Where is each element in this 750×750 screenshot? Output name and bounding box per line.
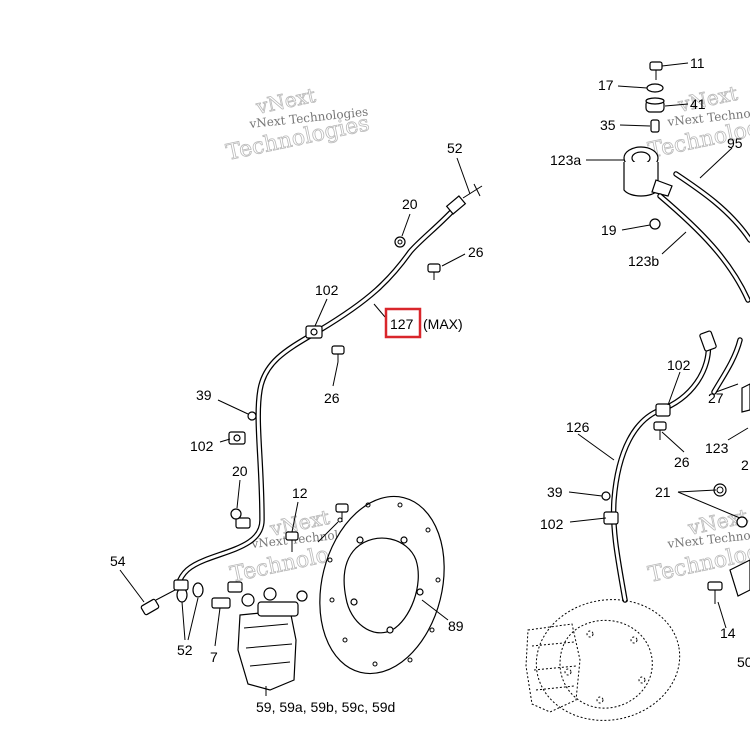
callout-21: 21 xyxy=(655,484,671,500)
nut-39-right xyxy=(601,491,611,501)
callout-2-partial: 2 xyxy=(741,457,749,473)
screw-26-right xyxy=(653,421,667,440)
spacer-35 xyxy=(650,119,660,133)
brake-disc-89 xyxy=(319,495,445,675)
callout-26-top: 26 xyxy=(468,244,484,260)
screw-14 xyxy=(707,581,723,604)
top-fitting xyxy=(445,183,483,215)
banjo-bolt-54 xyxy=(140,589,176,616)
caliper-left xyxy=(211,581,308,691)
callout-102-left: 102 xyxy=(190,438,214,454)
highlight-box-127 xyxy=(384,307,422,339)
callout-12: 12 xyxy=(292,485,308,501)
callout-54: 54 xyxy=(110,553,126,569)
washers-52 xyxy=(173,579,204,603)
callout-127: 127 xyxy=(390,316,414,332)
callout-7: 7 xyxy=(210,649,218,665)
callout-26-mid: 26 xyxy=(324,390,340,406)
callout-59: 59, 59a, 59b, 59c, 59d xyxy=(256,699,395,715)
bolt-12 xyxy=(285,531,299,552)
callout-39-right: 39 xyxy=(547,484,563,500)
callout-127-max: (MAX) xyxy=(423,316,463,332)
reservoir-hose-123b xyxy=(657,193,750,303)
hose-clamp-low xyxy=(235,517,251,529)
callout-39-left: 39 xyxy=(196,387,212,403)
hose-clamp-top xyxy=(305,325,323,339)
reservoir-123a xyxy=(623,146,673,197)
clamp-102-right xyxy=(655,403,671,417)
callout-102-right: 102 xyxy=(667,357,691,373)
bolt-20-left xyxy=(230,508,242,520)
callout-19: 19 xyxy=(601,222,617,238)
hose-95 xyxy=(673,171,750,243)
nut-19 xyxy=(649,218,661,230)
clamp-102-right2 xyxy=(603,511,619,525)
callout-123: 123 xyxy=(705,440,729,456)
callout-26-right: 26 xyxy=(674,454,690,470)
left-brake-hose xyxy=(175,202,461,588)
watermark-top-left: vNext vNext Technologies Technologies xyxy=(224,83,372,167)
callout-20-left: 20 xyxy=(232,463,248,479)
nut-39-left xyxy=(247,411,257,421)
right-fitting xyxy=(699,330,717,352)
screw-26-mid xyxy=(331,345,345,362)
brake-disc-right xyxy=(535,599,681,721)
callout-14: 14 xyxy=(720,625,736,641)
watermark-top-right: vNext vNext Technologies Technologies xyxy=(646,81,750,165)
callout-labels: 11 17 41 35 95 123a 19 123b 52 20 26 102… xyxy=(110,55,750,715)
callout-11: 11 xyxy=(690,55,705,71)
callout-17: 17 xyxy=(598,77,614,93)
callout-89: 89 xyxy=(448,618,464,634)
right-brake-hose-126 xyxy=(610,337,743,603)
screw-11 xyxy=(649,61,663,80)
callout-41: 41 xyxy=(690,96,706,112)
callout-102-top: 102 xyxy=(315,282,339,298)
callout-123a: 123a xyxy=(550,152,581,168)
callout-20-top: 20 xyxy=(402,196,418,212)
bracket-right xyxy=(729,559,750,597)
callout-35: 35 xyxy=(600,117,616,133)
grommet-41 xyxy=(645,97,665,113)
washer-17 xyxy=(646,83,664,93)
bolt-20-top xyxy=(394,236,406,248)
callout-50-partial: 50 xyxy=(737,654,750,670)
hose-clamp-mid xyxy=(228,431,246,445)
right-part-27 xyxy=(741,383,750,413)
callout-52-bottom: 52 xyxy=(177,642,193,658)
leader-lines xyxy=(119,62,749,696)
screw-26-top xyxy=(427,263,441,280)
callout-123b: 123b xyxy=(628,253,659,269)
caliper-right xyxy=(525,623,581,713)
callout-27: 27 xyxy=(708,390,724,406)
callout-126: 126 xyxy=(566,419,590,435)
callout-102-right2: 102 xyxy=(540,516,564,532)
callout-95: 95 xyxy=(727,135,743,151)
callout-52-top: 52 xyxy=(447,140,463,156)
